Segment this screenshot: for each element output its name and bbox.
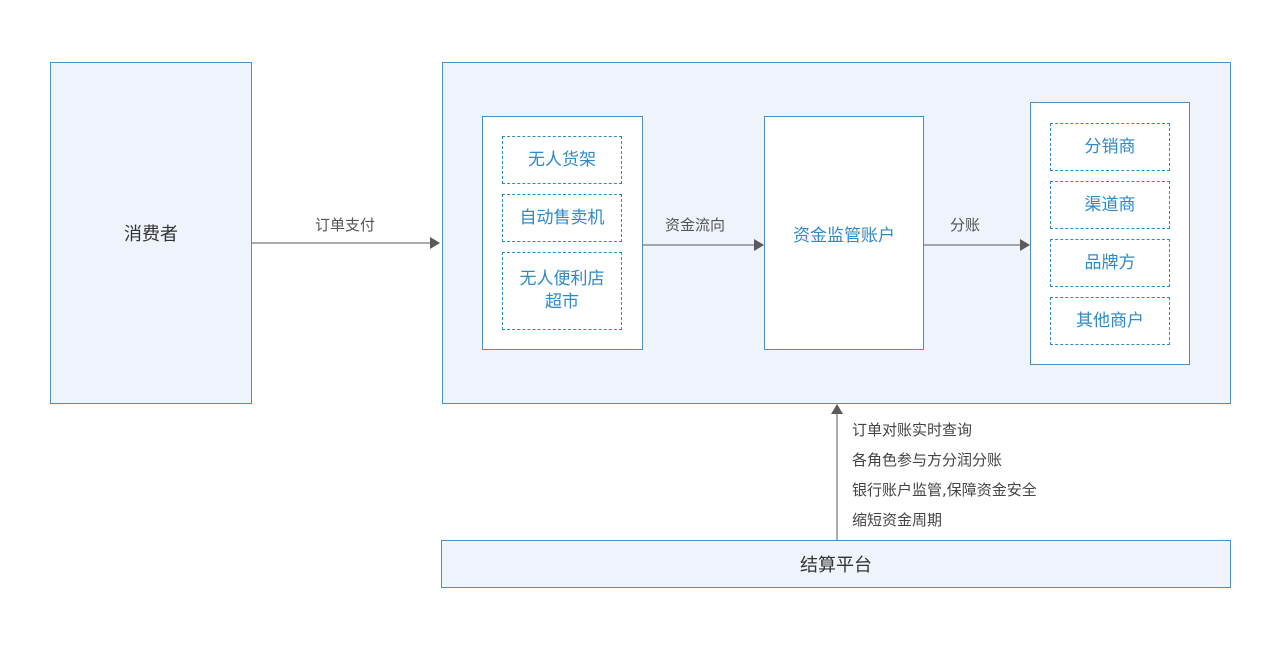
merchant-label: 渠道商 [1084,194,1136,215]
consumer-box: 消费者 [50,62,252,404]
merchant-other: 其他商户 [1050,297,1170,345]
escrow-account-box: 资金监管账户 [764,116,924,350]
merchant-label: 品牌方 [1084,252,1136,273]
merchant-distributor: 分销商 [1050,123,1170,171]
platform-note: 各角色参与方分润分账 [852,451,1003,469]
settlement-platform-box: 结算平台 [441,540,1231,588]
merchant-brand: 品牌方 [1050,239,1170,287]
arrowhead-order-payment [430,237,440,249]
edge-label-fund-flow: 资金流向 [665,216,726,234]
platform-note: 缩短资金周期 [852,511,943,529]
edge-label-split: 分账 [950,216,981,234]
scenario-vending-machine: 自动售卖机 [502,194,622,242]
edge-label-order-payment: 订单支付 [315,216,376,234]
scenario-label: 无人便利店 超市 [519,269,605,312]
scenario-unmanned-shelf: 无人货架 [502,136,622,184]
consumer-label: 消费者 [124,224,178,245]
scenario-unmanned-store: 无人便利店 超市 [502,252,622,330]
settlement-platform-label: 结算平台 [800,555,872,576]
merchant-label: 分销商 [1084,136,1136,157]
scenario-label: 自动售卖机 [519,207,605,228]
merchant-channel: 渠道商 [1050,181,1170,229]
arrowhead-fund-flow [754,239,764,251]
arrowhead-platform-up [831,404,843,414]
escrow-account-label: 资金监管账户 [793,225,895,246]
arrowhead-split [1020,239,1030,251]
platform-note: 银行账户监管,保障资金安全 [852,481,1037,499]
scenario-label: 无人货架 [528,149,596,170]
platform-note: 订单对账实时查询 [852,421,973,439]
merchant-label: 其他商户 [1076,310,1144,331]
